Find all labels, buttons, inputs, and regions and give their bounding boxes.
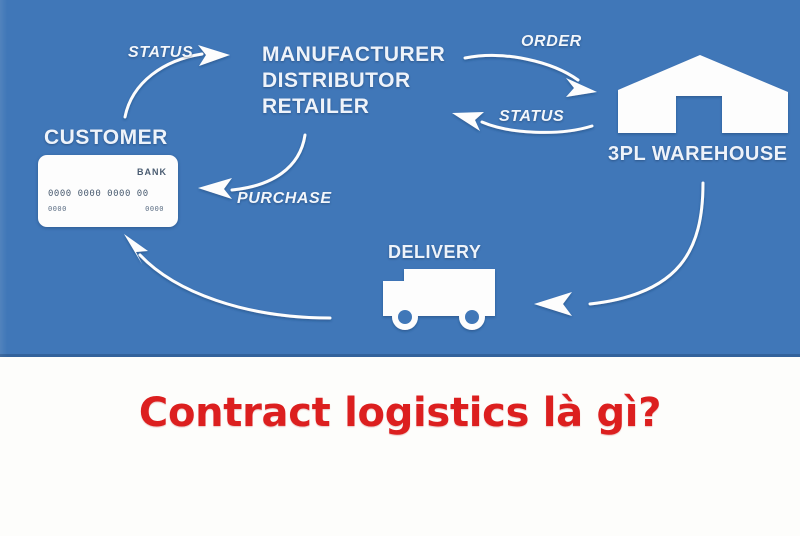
bank-card-code: 0000 [145, 205, 164, 213]
arrow-warehouse-to-delivery [534, 181, 705, 316]
arrow-delivery-to-customer [124, 234, 332, 320]
truck-icon [383, 269, 495, 330]
page-title: Contract logistics là gì? [138, 390, 662, 436]
node-label-supply-chain: MANUFACTURER DISTRIBUTOR RETAILER [262, 43, 446, 118]
supply-chain-diagram: BANK 0000 0000 0000 00 0000 0000 CUSTOME… [0, 0, 800, 357]
arrow-purchase-chain-to-customer [198, 133, 307, 199]
diagram-vector-layer [123, 45, 788, 330]
arrow-order-chain-to-warehouse [463, 54, 597, 97]
bank-card-valid-thru: 0000 [48, 205, 67, 213]
caption-band: Contract logistics là gì? [0, 357, 800, 536]
node-label-warehouse: 3PL WAREHOUSE [608, 143, 788, 165]
arrow-label-status-inbound: STATUS [499, 108, 565, 125]
arrow-status-warehouse-to-chain [452, 112, 594, 134]
node-label-customer: CUSTOMER [44, 126, 168, 149]
bank-card: BANK 0000 0000 0000 00 0000 0000 [38, 155, 178, 227]
arrow-label-status-outbound: STATUS [128, 44, 194, 61]
warehouse-icon [618, 55, 788, 133]
arrow-label-purchase: PURCHASE [237, 190, 332, 207]
bank-card-number: 0000 0000 0000 00 [48, 189, 149, 199]
node-label-delivery: DELIVERY [388, 242, 482, 262]
arrow-status-customer-to-chain [123, 45, 230, 119]
bank-card-bank-label: BANK [137, 167, 167, 177]
arrow-label-order: ORDER [521, 33, 582, 50]
